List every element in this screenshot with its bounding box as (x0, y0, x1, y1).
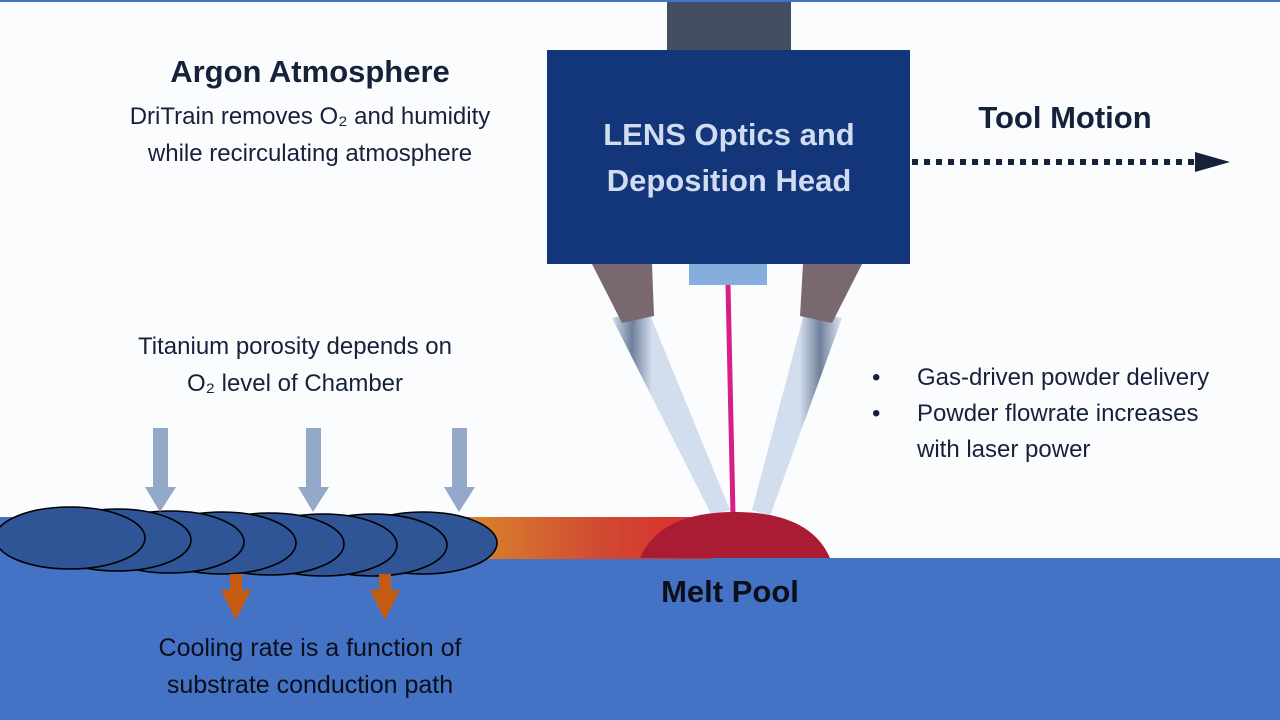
argon-arrow (145, 428, 176, 512)
nozzle-right (800, 264, 862, 323)
cooling-arrow (370, 574, 400, 620)
powder-delivery-bullets: • Gas-driven powder delivery • Powder fl… (872, 360, 1209, 468)
focusing-lens (689, 263, 767, 285)
titanium-note-line: Titanium porosity depends on (138, 333, 452, 360)
bullet-marker: • (872, 364, 881, 391)
top-border (0, 0, 1280, 2)
deposition-head (547, 50, 910, 264)
deposition-head-label: LENS Optics and Deposition Head (548, 112, 910, 204)
bullet-marker: • (872, 400, 881, 427)
powder-stream-right (752, 310, 842, 516)
bullet-text-line: with laser power (917, 436, 1091, 463)
argon-arrow (444, 428, 475, 512)
bullet-text: Gas-driven powder delivery (917, 364, 1210, 391)
titanium-note-line: O₂ level of Chamber (186, 370, 404, 397)
argon-atmosphere-title: Argon Atmosphere (170, 54, 450, 89)
argon-arrows (145, 428, 475, 512)
tool-motion-label: Tool Motion (978, 100, 1152, 135)
cooling-rate-note: Cooling rate is a function of substrate … (110, 630, 510, 704)
deposited-beads (0, 506, 498, 577)
tool-motion-arrowhead (1195, 152, 1230, 172)
bullet-text-line: Powder flowrate increases (917, 400, 1199, 427)
cooling-arrows (221, 574, 400, 620)
argon-description-line: while recirculating atmosphere (147, 140, 473, 167)
cooling-note-line: substrate conduction path (166, 671, 454, 699)
cooling-arrow (221, 574, 251, 620)
powder-stream-left (612, 310, 730, 516)
cooling-note-line: Cooling rate is a function of (158, 634, 462, 662)
substrate (0, 558, 1280, 720)
bullet-item: • Gas-driven powder delivery (872, 360, 1209, 396)
nozzle-left (592, 264, 654, 323)
bullet-item: • Powder flowrate increases with laser p… (872, 396, 1209, 468)
head-mount (667, 2, 791, 52)
melt-pool-label: Melt Pool (661, 574, 799, 609)
argon-description: DriTrain removes O₂ and humidity while r… (90, 98, 530, 172)
titanium-porosity-note: Titanium porosity depends on O₂ level of… (90, 328, 500, 402)
melt-pool-shape (640, 512, 830, 558)
bullet-text: Powder flowrate increases with laser pow… (917, 396, 1198, 468)
argon-description-line: DriTrain removes O₂ and humidity (129, 103, 491, 130)
head-label-line: Deposition Head (606, 163, 852, 198)
bead (0, 506, 146, 570)
argon-arrow (298, 428, 329, 512)
head-label-line: LENS Optics and (603, 117, 855, 152)
laser-beam (725, 284, 736, 516)
